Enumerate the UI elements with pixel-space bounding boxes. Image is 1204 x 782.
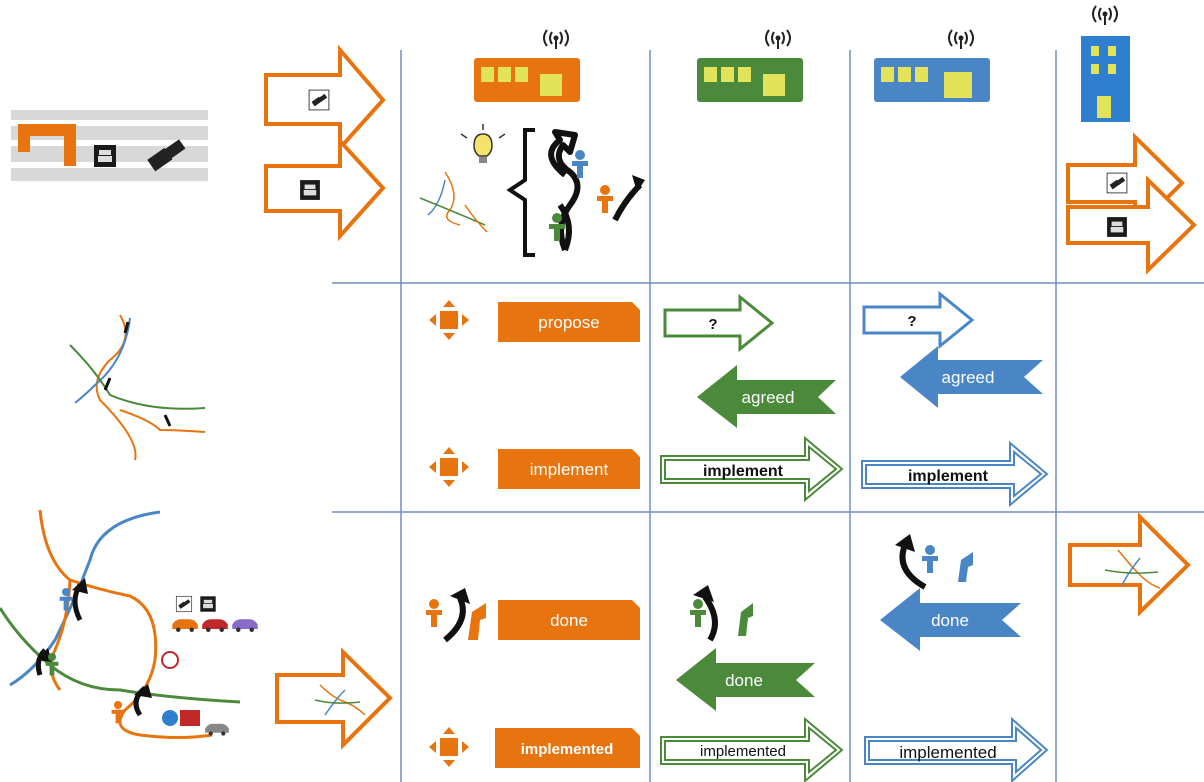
- local-map-mini: [419, 171, 488, 233]
- implemented-label: implemented: [521, 741, 614, 758]
- wireless-antenna-icon: [1092, 5, 1118, 26]
- implement-box: implement: [498, 449, 640, 489]
- wireless-antenna-icon: [543, 29, 569, 50]
- sign-icon: [180, 710, 200, 726]
- car-crash-icon: [147, 139, 186, 172]
- car-icon: [202, 619, 228, 632]
- car-crash-icon: [175, 595, 193, 613]
- rsu-green: [697, 29, 803, 102]
- grid-lines: [332, 50, 1204, 782]
- move-arrows-icon: [429, 727, 469, 767]
- input-arrow-crash: [264, 44, 386, 154]
- wireless-antenna-icon: [948, 29, 974, 50]
- executed-maneuver-blue: [895, 534, 973, 590]
- control-arrow-jam: [1066, 175, 1197, 275]
- traffic-jam-icon: [1107, 217, 1127, 237]
- car-crash-icon: [1106, 172, 1128, 194]
- done-box: done: [498, 600, 640, 640]
- car-icon: [205, 723, 229, 736]
- propose-label: propose: [538, 313, 599, 332]
- move-arrows-icon: [429, 300, 469, 340]
- agreed-label-green: agreed: [742, 388, 795, 407]
- car-icon: [172, 619, 198, 632]
- propose-box: propose: [498, 302, 640, 342]
- implement-label: implement: [530, 460, 609, 479]
- car-icon: [232, 619, 258, 632]
- rsu-orange: [474, 29, 580, 102]
- implemented-box: implemented: [495, 728, 640, 768]
- person-icon: [426, 599, 442, 627]
- stop-sign-icon: [161, 651, 179, 669]
- executed-maneuver-orange: [426, 588, 486, 643]
- question-label-blue: ?: [907, 313, 916, 330]
- traffic-jam-icon: [200, 596, 216, 612]
- done-label: done: [550, 611, 588, 630]
- implement-label-green: implement: [703, 463, 784, 480]
- agreed-label-blue: agreed: [942, 368, 995, 387]
- wireless-antenna-icon: [765, 29, 791, 50]
- done-arrow-green: done: [676, 648, 815, 711]
- implement-label-blue: implement: [908, 468, 989, 485]
- implemented-label-blue: implemented: [899, 743, 996, 762]
- done-label-blue: done: [931, 611, 969, 630]
- lightbulb-icon: [460, 124, 506, 163]
- executed-maneuver-green: [690, 585, 753, 642]
- road-barrier-icon: [18, 124, 76, 166]
- option-brace: [506, 128, 645, 257]
- person-icon: [597, 185, 613, 213]
- implement-arrow-blue: implement: [861, 440, 1049, 508]
- person-icon: [922, 545, 938, 573]
- question-arrow-blue: ?: [862, 290, 975, 350]
- control-arrow-map: [1068, 512, 1191, 617]
- speed-sign-icon: [162, 710, 178, 726]
- traffic-event-panel: [11, 110, 208, 181]
- agreed-arrow-green: agreed: [697, 365, 836, 428]
- implemented-arrow-blue: implemented: [864, 716, 1049, 782]
- car-crash-icon: [308, 89, 330, 111]
- rsu-blue: [874, 29, 990, 102]
- input-arrow-jam: [264, 135, 386, 242]
- implemented-arrow-green: implemented: [660, 716, 844, 782]
- done-arrow-blue: done: [880, 588, 1021, 651]
- person-icon: [690, 599, 706, 627]
- input-arrow-map: [275, 647, 393, 750]
- control-center-building: [1081, 5, 1130, 122]
- person-icon: [111, 701, 125, 724]
- implemented-label-green: implemented: [700, 743, 786, 760]
- road-network-detailed-map: [0, 509, 258, 739]
- agreed-arrow-blue: agreed: [900, 346, 1043, 408]
- question-label-green: ?: [708, 316, 717, 333]
- traffic-jam-icon: [300, 180, 320, 200]
- road-network-map: [69, 314, 206, 461]
- done-label-green: done: [725, 671, 763, 690]
- traffic-jam-icon: [94, 145, 116, 167]
- move-arrows-icon: [429, 447, 469, 487]
- question-arrow-green: ?: [663, 293, 775, 353]
- implement-arrow-green: implement: [660, 435, 844, 503]
